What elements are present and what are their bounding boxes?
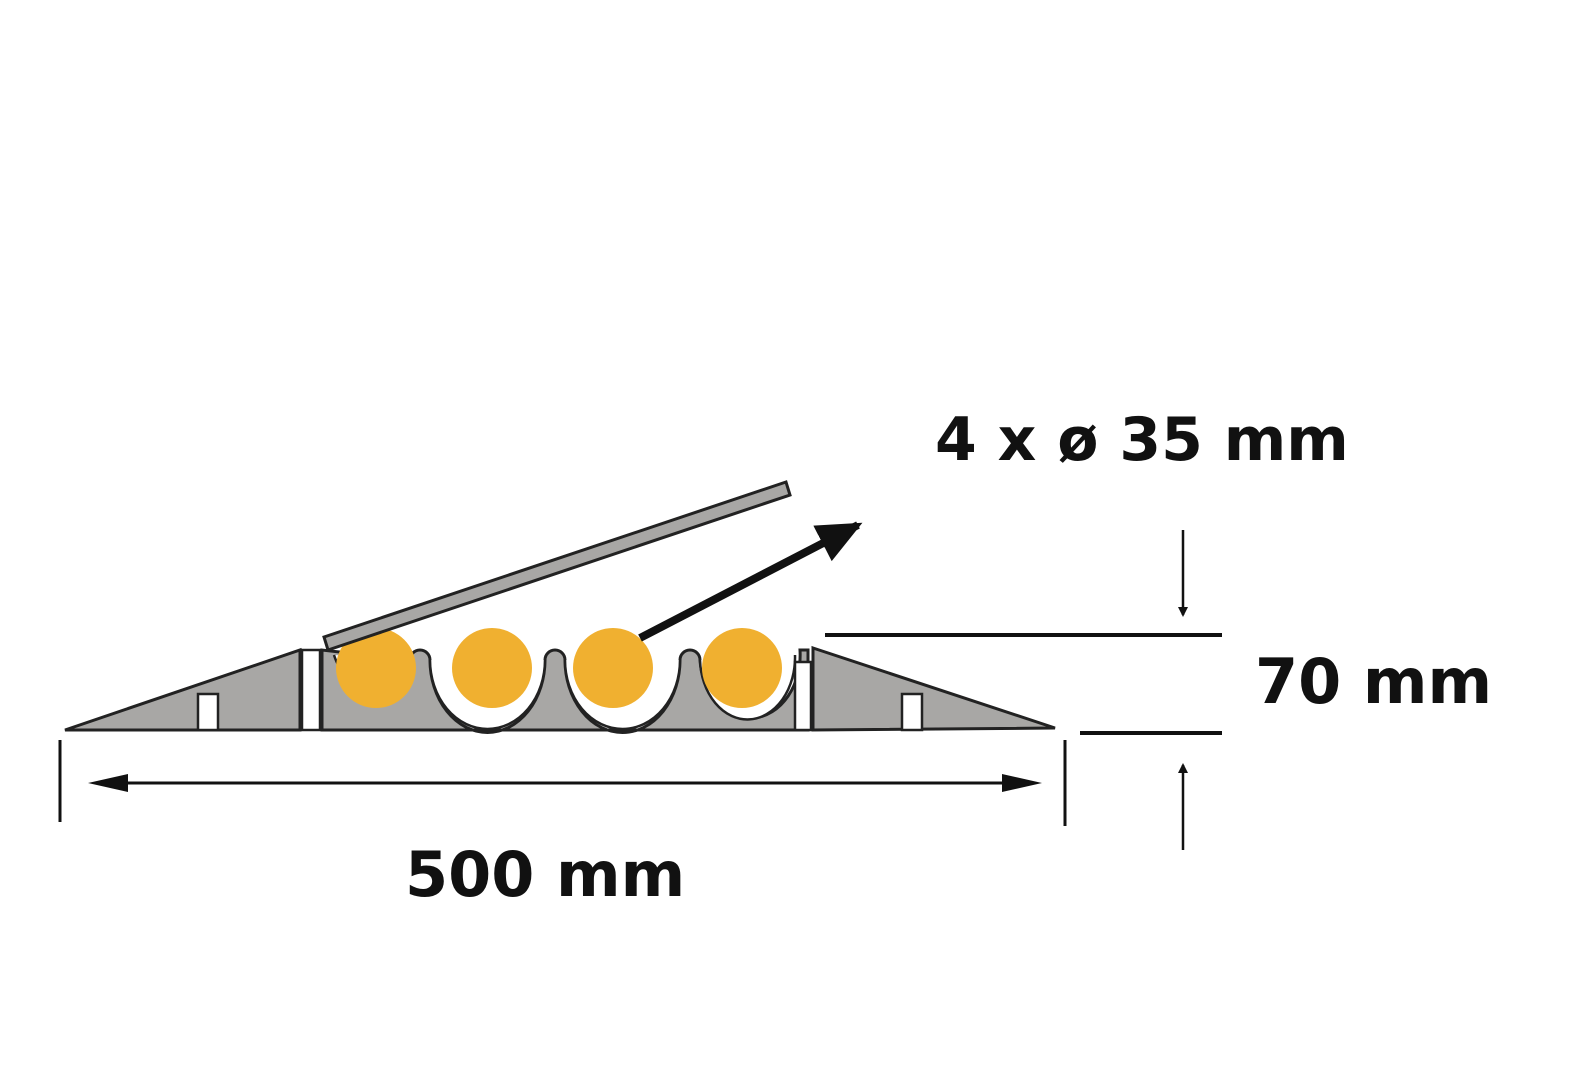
left-ramp	[64, 647, 322, 732]
open-arrow	[638, 521, 863, 642]
cables	[336, 628, 782, 708]
right-ramp	[811, 645, 1056, 732]
open-lid	[322, 480, 792, 652]
channel-body	[320, 648, 813, 734]
cable-1	[336, 628, 416, 708]
width-label: 500 mm	[405, 838, 685, 911]
height-dimension	[825, 530, 1222, 850]
width-dimension	[58, 740, 1067, 826]
cable-2	[452, 628, 532, 708]
cable-diameter-label: 4 x ø 35 mm	[935, 405, 1349, 475]
height-label: 70 mm	[1255, 645, 1492, 718]
cable-3	[573, 628, 653, 708]
cable-4	[702, 628, 782, 708]
